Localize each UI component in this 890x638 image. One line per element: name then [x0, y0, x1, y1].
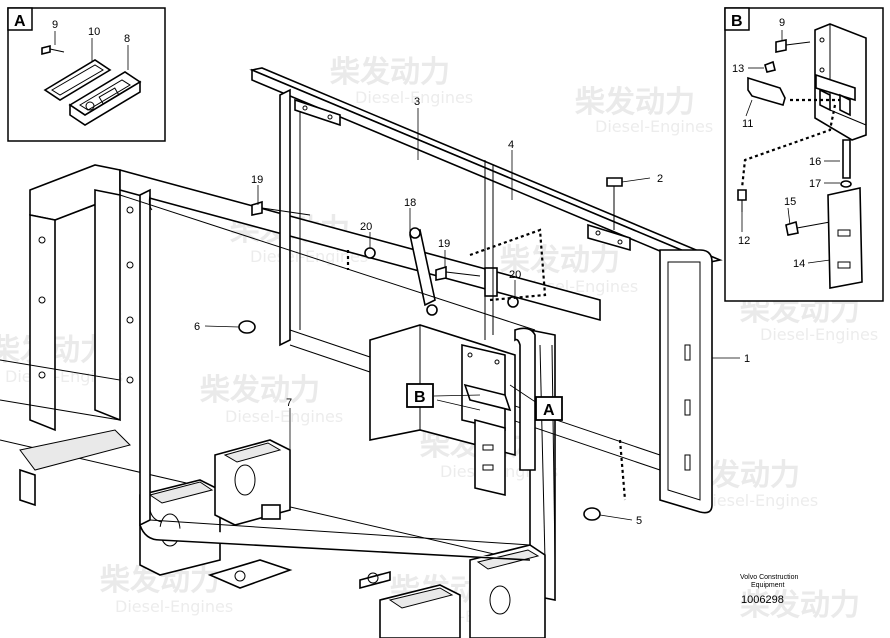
detail-b-bolt-15-head [785, 220, 799, 236]
chassis-plate [19, 429, 131, 471]
part-number-6: 6 [194, 321, 200, 333]
footer-block: Volvo Construction Equipment 1006298 [740, 574, 798, 606]
detail-b-part-13: 13 [732, 63, 744, 75]
upper-beam [119, 168, 601, 322]
detail-b-part-11: 11 [742, 118, 753, 130]
watermark-cn: 柴发动力 [740, 588, 860, 623]
detail-b-nut-13 [764, 60, 776, 73]
callout-tag-b: B [414, 389, 426, 406]
part-number-18: 18 [404, 197, 416, 209]
clip-plate [484, 267, 498, 297]
gas-strut-18 [409, 227, 438, 316]
detail-b-screw-9 [775, 39, 787, 53]
detail-b-washer-17 [840, 180, 852, 188]
footer-maker-line2: Equipment [751, 582, 785, 589]
chassis-bosses [139, 439, 546, 638]
bolt-19b-head [435, 265, 447, 281]
detail-a-screw-head [41, 44, 51, 56]
detail-view-b: B 9 13 11 16 17 15 12 14 [724, 7, 884, 302]
part-labels: 3 4 2 19 18 20 19 20 6 1 7 5 [194, 96, 750, 527]
detail-a-part-10: 10 [88, 26, 100, 38]
nut-20 [364, 247, 376, 259]
detail-b-clip-11 [747, 76, 786, 106]
washer-5 [583, 507, 601, 521]
detail-b-part-14: 14 [793, 258, 805, 270]
bolt-2-head [606, 177, 623, 187]
part-number-20: 20 [360, 221, 372, 233]
detail-b-bolt-12-head [737, 189, 747, 201]
main-callout-a: A [535, 396, 563, 421]
watermark-en: Diesel-Engines [355, 88, 473, 107]
detail-b-bracket-14 [827, 187, 863, 289]
part-number-20b: 20 [509, 269, 521, 281]
detail-b-part-16: 16 [809, 156, 821, 168]
detail-a-part-9: 9 [52, 19, 58, 31]
callout-tag-a: A [543, 402, 555, 419]
watermark-en: Diesel-Engines [225, 407, 343, 426]
watermark-en: Diesel-Engines [115, 597, 233, 616]
detail-tag-a: A [14, 13, 26, 30]
detail-a-part-8: 8 [124, 33, 130, 45]
left-upright-side [94, 189, 121, 422]
detail-b-part-9: 9 [779, 17, 785, 29]
footer-maker-line1: Volvo Construction [740, 574, 798, 581]
part-number-5: 5 [636, 515, 642, 527]
detail-b-pin-16 [842, 139, 851, 179]
part-number-3: 3 [414, 96, 420, 108]
frame-part-7 [139, 188, 531, 561]
detail-view-a: A 9 10 8 [7, 7, 166, 142]
washer-6 [238, 320, 256, 334]
detail-b-part-12: 12 [738, 235, 750, 247]
detail-b-part-15: 15 [784, 196, 796, 208]
detail-b-part-17: 17 [809, 178, 821, 190]
bolt-19-head [251, 200, 263, 216]
part-number-19b: 19 [438, 238, 450, 250]
part-number-19: 19 [251, 174, 263, 186]
watermark-cn: 柴发动力 [575, 85, 695, 120]
leader-lines [204, 108, 740, 521]
watermark-cn: 柴发动力 [200, 373, 320, 408]
watermark-en: Diesel-Engines [760, 325, 878, 344]
watermark-cn: 柴发动力 [500, 243, 620, 278]
left-upright-front [29, 214, 56, 432]
nut-20b [507, 296, 519, 308]
drawing-id: 1006298 [741, 594, 784, 606]
watermark-en: Diesel-Engines [595, 117, 713, 136]
part-number-1: 1 [744, 353, 750, 365]
hidden-lines [346, 228, 627, 501]
part-number-4: 4 [508, 139, 514, 151]
main-callout-b: B [406, 383, 434, 408]
detail-tag-b: B [731, 13, 743, 30]
part-number-7: 7 [286, 397, 292, 409]
part-number-2: 2 [657, 173, 663, 185]
guide-lines [119, 160, 556, 561]
watermark-en: Diesel-Engines [700, 491, 818, 510]
detail-a-gasket-outer [43, 59, 112, 101]
watermark-cn: 柴发动力 [330, 55, 450, 90]
